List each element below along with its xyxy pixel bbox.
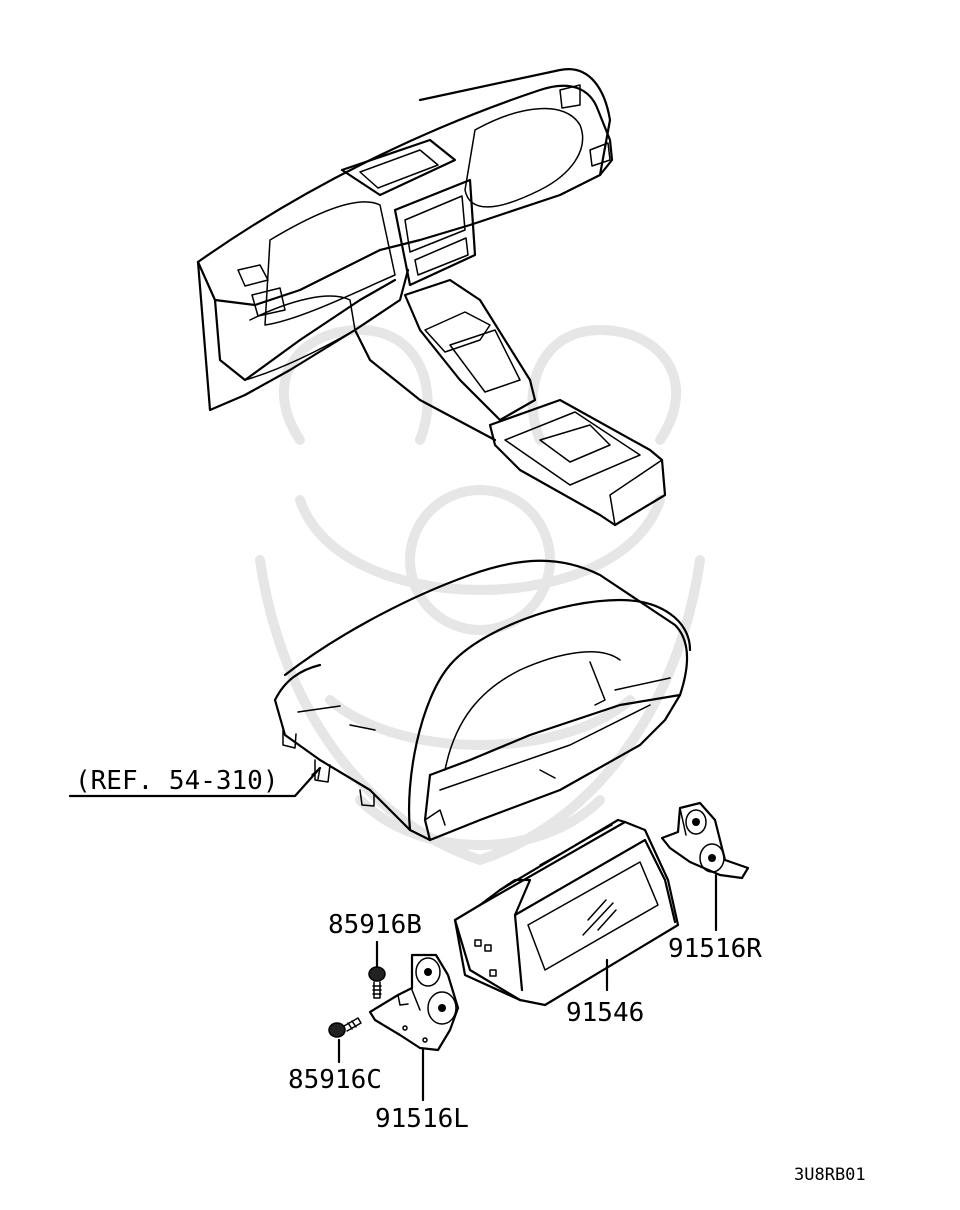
bracket-right (660, 801, 750, 932)
display-unit (453, 818, 680, 1007)
meter-hood (273, 559, 692, 842)
dashboard-assembly (196, 68, 667, 527)
watermark-emblem (255, 325, 705, 865)
screw-c-label: 85916C (288, 1065, 382, 1095)
ref-label: (REF. 54-310) (75, 766, 279, 796)
diagram-code: 3U8RB01 (794, 1165, 866, 1185)
display-label: 91546 (566, 998, 644, 1028)
ref-leader (68, 766, 322, 798)
screw-b-label: 85916B (328, 910, 422, 940)
screw-85916b (368, 940, 386, 999)
bracket-right-label: 91516R (668, 934, 762, 964)
bracket-left (368, 953, 460, 1102)
bracket-left-label: 91516L (375, 1104, 469, 1134)
screw-85916c (328, 1017, 362, 1064)
